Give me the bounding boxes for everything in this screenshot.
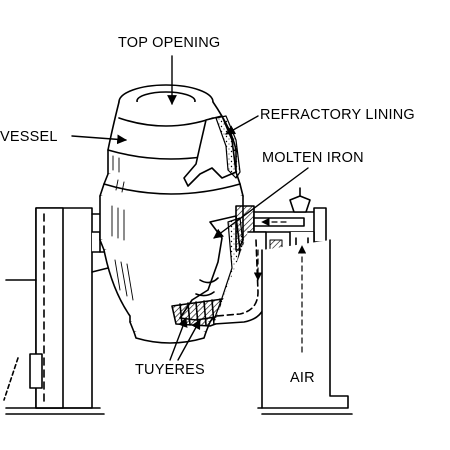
leader-lines [71,55,309,361]
airflow-arrows [253,217,307,353]
right-support-stand [257,239,353,415]
refractory-lining-upper-cutaway [183,115,241,187]
left-support-stand [3,207,105,415]
label-refractory-lining: REFRACTORY LINING [260,107,415,123]
vessel-shading [111,155,134,301]
label-tuyeres: TUYERES [135,362,205,378]
label-top-opening: TOP OPENING [118,35,221,51]
label-air: AIR [290,370,315,386]
label-vessel: VESSEL [0,129,58,145]
label-molten-iron: MOLTEN IRON [262,150,364,166]
